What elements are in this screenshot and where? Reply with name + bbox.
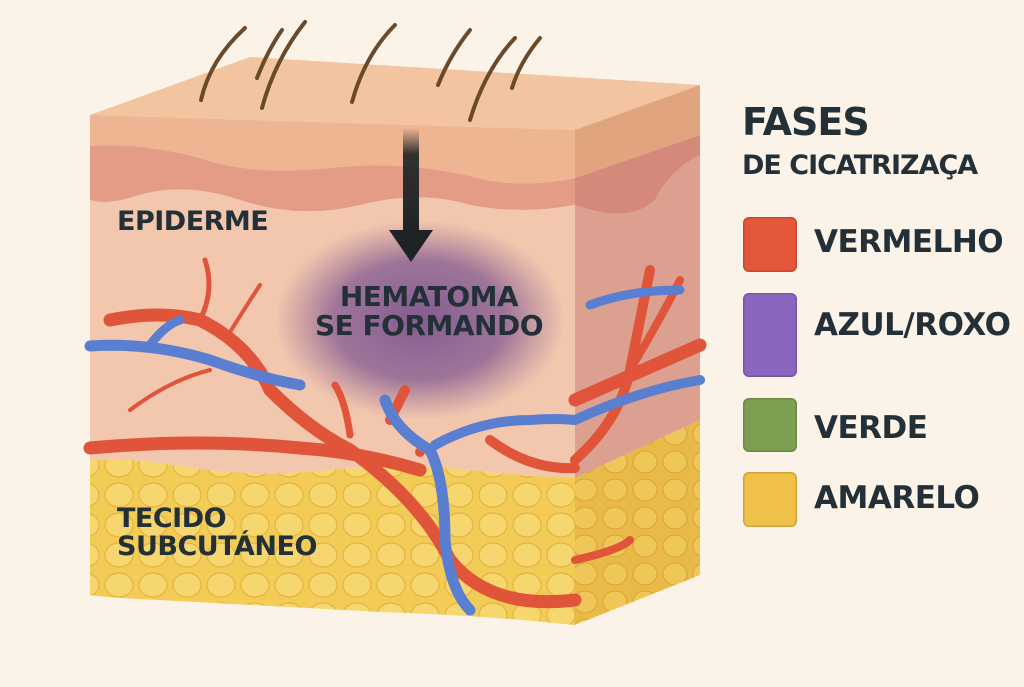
subcutaneous-label: TECIDO SUBCUTÁNEO: [117, 505, 317, 560]
legend-swatch-red: [743, 217, 797, 272]
hematoma-label-line2: SE FORMANDO: [314, 308, 544, 342]
hematoma-label: HEMATOMA SE FORMANDO: [314, 280, 544, 342]
hairs: [199, 20, 542, 122]
legend-title-line2: DE CICATRIZAÇA: [742, 150, 978, 181]
legend-label-purple: AZUL/ROXO: [814, 307, 1011, 343]
hematoma-label-line1: HEMATOMA: [339, 280, 519, 313]
veins: [84, 285, 705, 616]
legend-swatch-yellow: [743, 472, 797, 527]
arteries: [83, 257, 707, 609]
legend-swatch-purple: [743, 293, 797, 377]
epidermis-label: EPIDERME: [117, 206, 269, 237]
legend-swatch-green: [743, 398, 797, 452]
arrow-down-icon: [389, 128, 433, 262]
hematoma-bruise: [275, 220, 565, 420]
legend-title-line1: FASES: [742, 100, 870, 144]
legend-label-green: VERDE: [814, 410, 928, 446]
skin-top-surface: [90, 57, 700, 130]
subcutaneous-label-line1: TECIDO: [117, 503, 227, 534]
legend-label-red: VERMELHO: [814, 224, 1004, 260]
subcutaneous-label-line2: SUBCUTÁNEO: [117, 530, 317, 562]
legend-label-yellow: AMARELO: [814, 480, 980, 516]
